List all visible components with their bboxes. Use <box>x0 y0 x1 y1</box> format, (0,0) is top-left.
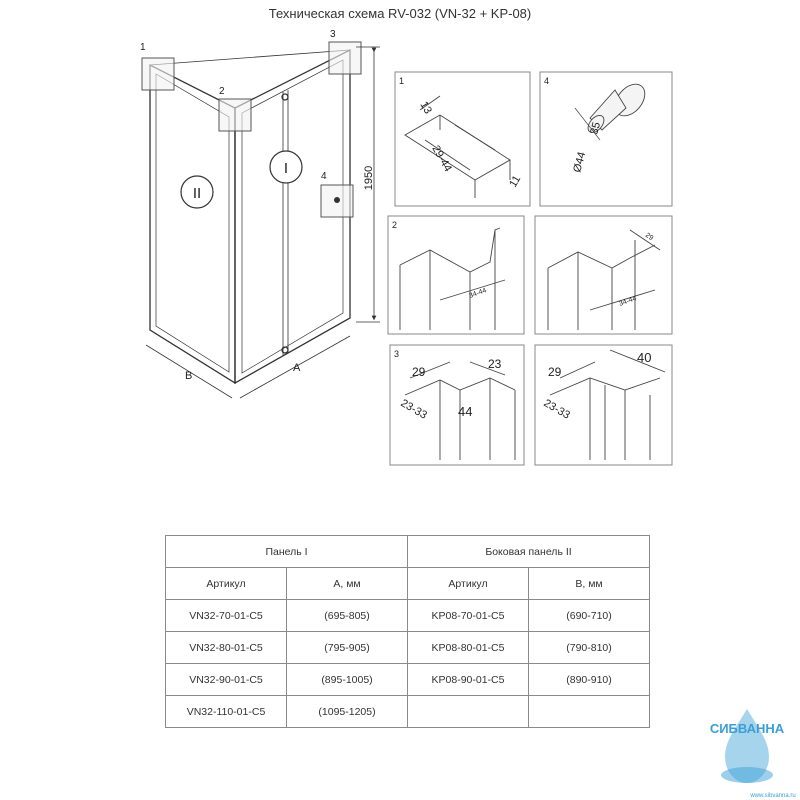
table-cell: (890-910) <box>528 663 650 696</box>
callout-label-2: 2 <box>219 86 225 97</box>
detail-2-label: 2 <box>392 220 397 230</box>
detail-1-label: 1 <box>399 76 404 86</box>
detail-3b-panel: 29 40 23-33 <box>534 344 673 466</box>
technical-drawing: II I 1 2 3 4 1950 B A 1 <box>140 29 673 466</box>
callout-box-3 <box>328 41 362 75</box>
page-title: Техническая схема RV-032 (VN-32 + KP-08) <box>268 6 532 21</box>
detail-3-panel: 3 29 23 23-33 44 <box>389 344 525 466</box>
table-cell: KP08-90-01-C5 <box>407 663 529 696</box>
panel-ii-marker <box>180 175 214 209</box>
detail-3b-dim-40: 40 <box>637 350 651 365</box>
detail-4-panel: 4 35 Ø44 <box>539 71 673 207</box>
callout-label-3: 3 <box>330 29 336 40</box>
table-cell: KP08-70-01-C5 <box>407 599 529 632</box>
height-dimension: 1950 <box>363 166 375 190</box>
table-cell: (690-710) <box>528 599 650 632</box>
watermark-brand-text: СИБВАННА <box>710 721 785 736</box>
table-group-header-row: Панель I Боковая панель II <box>165 535 650 568</box>
col-header-article-i: Артикул <box>165 567 287 600</box>
detail-3-dim-29: 29 <box>412 365 426 379</box>
detail-3-dim-23: 23 <box>488 357 502 371</box>
table-cell <box>407 695 529 728</box>
spec-table: Панель I Боковая панель II Артикул A, мм… <box>165 535 650 728</box>
table-cell: (790-810) <box>528 631 650 664</box>
table-cell: (695-805) <box>286 599 408 632</box>
panel-i-marker <box>269 150 303 184</box>
table-row: VN32-70-01-C5 (695-805) KP08-70-01-C5 (6… <box>165 599 650 632</box>
group-header-panel-i: Панель I <box>165 535 408 568</box>
col-header-b-mm: B, мм <box>528 567 650 600</box>
table-cell <box>528 695 650 728</box>
detail-1-dim-13: 13 <box>417 100 434 117</box>
detail-3-dim-44: 44 <box>458 404 472 419</box>
detail-2b-dim-29: 29 <box>644 232 654 242</box>
table-row: VN32-110-01-C5 (1095-1205) <box>165 695 650 728</box>
width-b-dimension: B <box>185 370 192 382</box>
brand-watermark-logo: СИБВАННА www.sibvanna.ru <box>710 709 796 799</box>
callout-box-2 <box>218 98 252 132</box>
panel-ii-label: II <box>193 185 201 202</box>
table-column-header-row: Артикул A, мм Артикул B, мм <box>165 567 650 600</box>
table-cell: (1095-1205) <box>286 695 408 728</box>
callout-label-1: 1 <box>140 42 146 53</box>
enclosure-drawing <box>149 48 351 385</box>
callout-label-4: 4 <box>321 171 327 182</box>
table-row: VN32-90-01-C5 (895-1005) KP08-90-01-C5 (… <box>165 663 650 696</box>
detail-4-dim-diameter: Ø44 <box>571 151 588 174</box>
col-header-article-ii: Артикул <box>407 567 529 600</box>
col-header-a-mm: A, мм <box>286 567 408 600</box>
detail-4-label: 4 <box>544 76 549 86</box>
table-cell: VN32-70-01-C5 <box>165 599 287 632</box>
table-cell: (895-1005) <box>286 663 408 696</box>
detail-2-panel: 2 34-44 <box>387 215 525 335</box>
panel-i-label: I <box>284 160 288 177</box>
table-cell: VN32-110-01-C5 <box>165 695 287 728</box>
table-row: VN32-80-01-C5 (795-905) KP08-80-01-C5 (7… <box>165 631 650 664</box>
detail-2b-panel: 34-44 29 <box>534 215 673 335</box>
detail-3-label: 3 <box>394 349 399 359</box>
detail-3b-dim-29: 29 <box>548 365 562 379</box>
group-header-side-panel-ii: Боковая панель II <box>407 535 650 568</box>
front-panel-i <box>234 48 351 385</box>
table-cell: KP08-80-01-C5 <box>407 631 529 664</box>
callout-box-1 <box>141 57 175 91</box>
detail-1-dim-11: 11 <box>507 174 523 190</box>
detail-1-panel: 1 13 29-44 11 <box>394 71 531 207</box>
table-cell: VN32-90-01-C5 <box>165 663 287 696</box>
table-cell: VN32-80-01-C5 <box>165 631 287 664</box>
table-cell: (795-905) <box>286 631 408 664</box>
watermark-url-text: www.sibvanna.ru <box>749 793 795 799</box>
detail-4-dim-35: 35 <box>588 121 603 136</box>
width-a-dimension: A <box>293 362 301 374</box>
